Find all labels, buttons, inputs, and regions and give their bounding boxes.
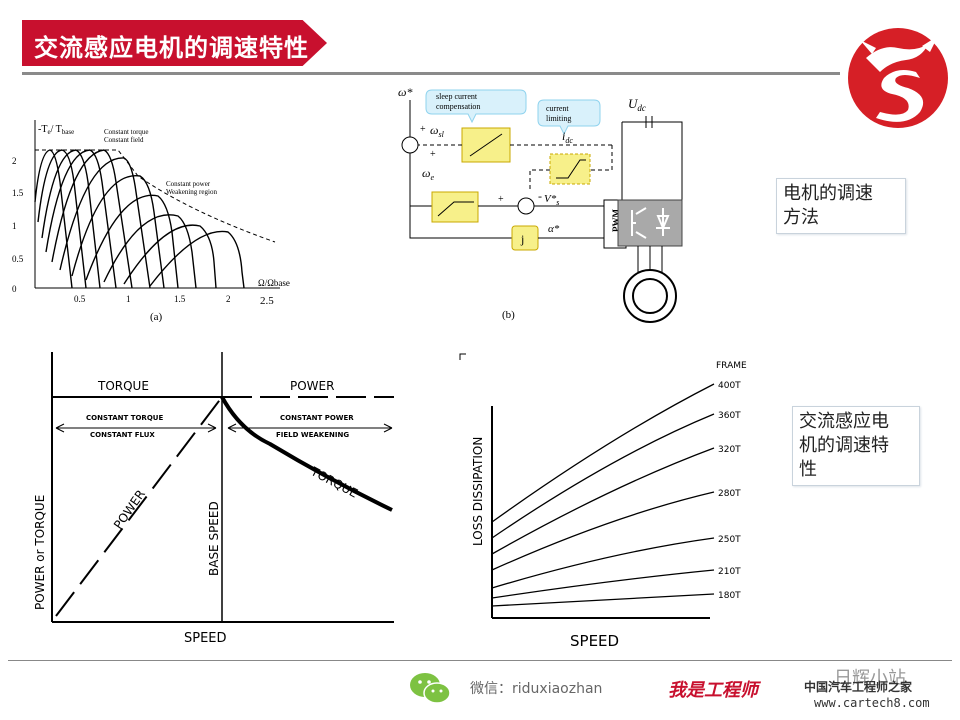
fig-b-current-limit-block xyxy=(549,153,591,185)
fig-a-ytick-0: 0 xyxy=(12,284,17,294)
fig-c-constant-flux: CONSTANT FLUX xyxy=(90,431,155,439)
fig-d-xlabel: SPEED xyxy=(570,632,619,650)
fig-a-curve-family xyxy=(34,149,245,289)
fig-a-xlabel: Ω/Ωbase xyxy=(258,278,290,288)
fig-b-udc: Udc xyxy=(628,96,646,113)
fig-b-pwm-label: PWM xyxy=(611,209,621,232)
fig-a-xtick-2: 2 xyxy=(226,294,231,304)
fig-b-alpha-star: α* xyxy=(548,223,560,235)
footer-divider xyxy=(8,660,952,661)
fig-b-sleep-callout xyxy=(425,89,527,124)
fig-c-power-label: POWER xyxy=(111,487,148,531)
fig-c-constant-torque: CONSTANT TORQUE xyxy=(86,414,163,422)
fig-b-sleep-label-2: compensation xyxy=(436,102,480,111)
fig-c-torque-curve xyxy=(220,396,393,512)
note-speed-method: 电机的调速 方法 xyxy=(776,178,906,234)
fig-b-current-label-2: limiting xyxy=(546,114,571,123)
note-speed-method-line-1: 电机的调速 xyxy=(783,183,873,204)
fig-b-sleep-label-1: sleep current xyxy=(436,92,478,101)
fig-b-omega-e: ωe xyxy=(422,166,434,182)
fig-c-base-speed: BASE SPEED xyxy=(207,501,221,576)
fig-b-plus-2: + xyxy=(430,149,436,160)
fig-a-xtick-1: 1 xyxy=(126,294,131,304)
title-underline xyxy=(22,72,840,75)
fig-b-sum-1 xyxy=(401,136,419,154)
title-banner xyxy=(22,20,327,66)
fig-a-ytick-1.5: 1.5 xyxy=(12,188,24,198)
fig-b-plus-1: + xyxy=(420,124,426,135)
fig-a-legend-torque-2: Constant field xyxy=(104,136,144,144)
note-speed-method-line-2: 方法 xyxy=(783,207,819,228)
fig-a-ylabel: -Te/ Tbase xyxy=(38,124,74,136)
fig-d-frame-curves xyxy=(491,383,715,607)
fig-d-label-180T: 180T xyxy=(718,591,741,601)
fig-c-power-curve xyxy=(55,396,223,617)
fig-c-power-header: POWER xyxy=(290,379,334,393)
figure-a-torque-speed-curves: -Te/ Tbase Constant torque Constant fiel… xyxy=(12,120,290,322)
fig-b-j-block xyxy=(511,225,539,251)
fig-a-ytick-2: 2 xyxy=(12,156,17,166)
fig-d-label-250T: 250T xyxy=(718,535,741,545)
figure-b-control-diagram: ω* sleep current compensation current li… xyxy=(398,85,683,323)
fig-a-xtick-2.5: 2.5 xyxy=(260,295,274,307)
wechat-icon xyxy=(410,673,451,704)
footer-watermark-top: 中国汽车工程师之家 xyxy=(804,680,913,694)
fig-b-plus-3: + xyxy=(498,194,504,205)
fig-b-omega-star: ω* xyxy=(398,85,412,99)
fig-d-label-280T: 280T xyxy=(718,489,741,499)
fig-b-vf-block xyxy=(431,191,479,223)
figure-d-loss-dissipation: LOSS DISSIPATION SPEED FRAME 400T 360T 3… xyxy=(459,353,747,650)
footer-watermark-url: www.cartech8.com xyxy=(814,696,930,710)
figure-c-power-torque-speed: TORQUE POWER CONSTANT TORQUE CONSTANT FL… xyxy=(33,352,394,646)
note-char-line-2: 机的调速特 xyxy=(799,435,889,456)
fig-b-current-label-1: current xyxy=(546,104,569,113)
fig-a-xtick-0.5: 0.5 xyxy=(74,294,86,304)
fig-c-ylabel: POWER or TORQUE xyxy=(33,495,47,610)
fig-d-label-320T: 320T xyxy=(718,445,741,455)
fig-b-slip-curve xyxy=(469,133,503,157)
fig-a-legend-torque-1: Constant torque xyxy=(104,128,149,136)
fig-a-legend-power-2: Weakening region xyxy=(166,188,217,196)
note-char-line-3: 性 xyxy=(799,459,817,480)
fig-a-ytick-0.5: 0.5 xyxy=(12,254,24,264)
fig-d-label-400T: 400T xyxy=(718,381,741,391)
footer-wechat: 微信：riduxiaozhan xyxy=(470,681,603,697)
fig-a-xtick-1.5: 1.5 xyxy=(174,294,186,304)
fig-b-v-star: V*s xyxy=(544,193,559,207)
fig-b-minus: - xyxy=(538,189,542,203)
fig-b-caption: (b) xyxy=(502,309,515,321)
fig-c-torque-header: TORQUE xyxy=(97,379,149,393)
fig-a-legend-power-1: Constant power xyxy=(166,180,211,188)
fig-d-frame-header: FRAME xyxy=(716,361,747,371)
fig-b-omega-sl: ωsl xyxy=(430,123,445,139)
fig-b-dc-bus xyxy=(621,121,683,200)
fig-b-inverter-block xyxy=(617,199,683,247)
footer-watermark-right: 日辉小站 xyxy=(834,668,906,689)
fig-d-ylabel: LOSS DISSIPATION xyxy=(471,437,485,546)
fig-d-label-210T: 210T xyxy=(718,567,741,577)
footer-slogan: 我是工程师 xyxy=(668,680,758,701)
fig-d-label-360T: 360T xyxy=(718,411,741,421)
note-char-line-1: 交流感应电 xyxy=(799,411,889,432)
fig-c-field-weakening: FIELD WEAKENING xyxy=(276,431,349,439)
slide-title: 交流感应电机的调速特性 xyxy=(34,34,309,62)
fig-c-constant-power: CONSTANT POWER xyxy=(280,414,354,422)
fig-c-torque-label: TORQUE xyxy=(308,464,360,501)
brand-logo xyxy=(848,28,948,128)
fig-b-j-label: j xyxy=(520,232,524,246)
fig-b-sum-2 xyxy=(517,197,535,215)
fig-b-idc: idc xyxy=(562,129,573,145)
fig-b-current-callout xyxy=(537,99,601,136)
fig-a-caption: (a) xyxy=(150,311,163,322)
fig-c-xlabel: SPEED xyxy=(184,631,227,646)
fig-a-ytick-1: 1 xyxy=(12,221,17,231)
note-speed-characteristics: 交流感应电 机的调速特 性 xyxy=(792,406,920,486)
